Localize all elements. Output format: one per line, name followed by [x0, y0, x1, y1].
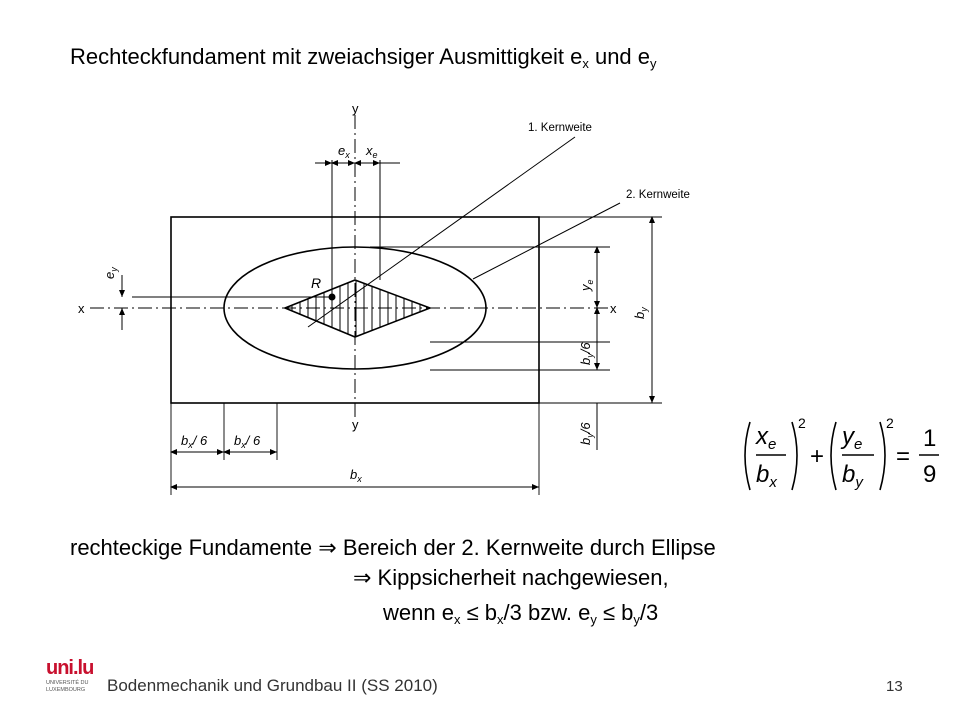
by-label: by — [632, 307, 649, 319]
bx6-label-right: bx/ 6 — [234, 433, 261, 450]
formula-num2: ye — [840, 423, 862, 453]
x-axis-label-left: x — [78, 301, 85, 316]
formula-frac-num: 1 — [923, 425, 936, 452]
by6-label-lower: by/6 — [578, 422, 595, 445]
kern2-label: 2. Kernweite — [626, 189, 690, 201]
university-logo: uni.lu UNIVERSITÉ DU LUXEMBOURG — [46, 657, 94, 693]
bx-label: bx — [350, 467, 362, 484]
y-axis-label-bottom: y — [352, 417, 359, 432]
formula-frac-den: 9 — [923, 461, 936, 488]
kern2-leader — [472, 202, 621, 280]
ellipse-formula: xe bx 2 + ye by 2 = 1 9 — [744, 415, 939, 491]
formula-den1: bx — [756, 461, 777, 491]
page-number: 13 — [886, 678, 903, 695]
formula-den2: by — [842, 461, 864, 491]
resultant-label: R — [311, 275, 321, 291]
formula-num1: xe — [755, 423, 776, 453]
kern1-leader — [307, 136, 576, 328]
kern1-label: 1. Kernweite — [528, 122, 592, 134]
course-name: Bodenmechanik und Grundbau II (SS 2010) — [107, 676, 438, 695]
ey-label: ey — [102, 267, 119, 279]
y-axis-label-top: y — [352, 101, 359, 116]
x-axis-label-right: x — [610, 301, 617, 316]
xe-label: xe — [365, 143, 378, 160]
bx6-label-left: bx/ 6 — [181, 433, 208, 450]
slide-title: Rechteckfundament mit zweiachsiger Ausmi… — [70, 44, 657, 71]
ex-label: ex — [338, 143, 350, 160]
text-line-1: rechteckige Fundamente ⇒ Bereich der 2. … — [70, 535, 716, 560]
formula-exp1: 2 — [798, 415, 806, 431]
text-line-2: ⇒ Kippsicherheit nachgewiesen, — [353, 565, 669, 590]
implies-arrow: ⇒ — [318, 535, 337, 560]
formula-plus: + — [810, 443, 824, 470]
text-line-3: wenn ex ≤ bx/3 bzw. ey ≤ by/3 — [383, 600, 659, 627]
foundation-diagram: y y x x R ex xe 1. Kernweite 2. Kernweit… — [78, 101, 690, 495]
ye-label: ye — [578, 279, 595, 292]
formula-exp2: 2 — [886, 415, 894, 431]
formula-equals: = — [896, 443, 910, 470]
by6-label-upper: by/6 — [578, 342, 595, 365]
implies-arrow: ⇒ — [353, 565, 372, 590]
